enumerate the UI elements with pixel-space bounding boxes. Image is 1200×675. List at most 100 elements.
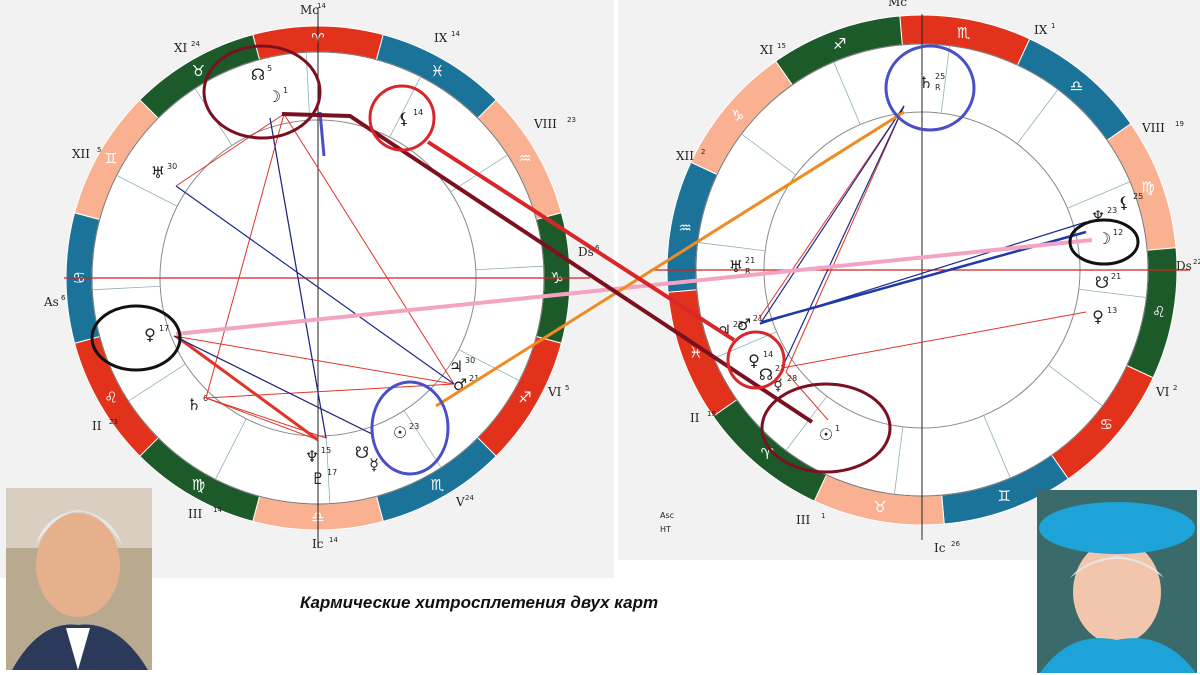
left-house-cusp xyxy=(92,285,161,291)
left-house-label: V xyxy=(455,495,465,509)
right-house-degree: 19 xyxy=(1175,120,1184,128)
connector-orange-sun-saturn xyxy=(435,110,905,408)
left-house-degree: 6 xyxy=(595,244,600,252)
left-sign-glyph: ♌ xyxy=(104,389,117,407)
left-house-cusp xyxy=(325,435,331,504)
left-planet-glyph: ☿ xyxy=(369,455,379,474)
left-house-label: Mc xyxy=(300,3,319,17)
right-aspect-line-blue xyxy=(759,105,905,325)
right-sign-glyph: ♊ xyxy=(998,487,1011,505)
left-planet-glyph: ♆ xyxy=(305,447,319,466)
right-planet-glyph: ⚸ xyxy=(1118,193,1130,212)
right-house-label: XI xyxy=(760,43,774,57)
right-sign-glyph: ♋ xyxy=(1100,416,1113,434)
right-house-label: XII xyxy=(676,149,694,163)
left-house-degree: 14 xyxy=(329,536,338,544)
left-house-degree: 24 xyxy=(191,40,200,48)
right-planet-degree: 12 xyxy=(1113,228,1123,237)
right-house-degree: 19 xyxy=(707,410,716,418)
left-planet-glyph: ♇ xyxy=(311,469,325,488)
left-house-cusp xyxy=(389,76,421,138)
left-planet-degree: 30 xyxy=(465,356,475,365)
left-planet-glyph: ♅ xyxy=(151,163,165,182)
left-house-degree: 14 xyxy=(451,30,460,38)
highlight-right-saturn xyxy=(884,44,976,132)
right-house-degree: 15 xyxy=(777,42,786,50)
left-sign-glyph: ♉ xyxy=(192,62,205,80)
left-planet-degree: 6 xyxy=(203,394,208,403)
right-planet-degree: 21 xyxy=(745,256,755,265)
right-planet-degree: 21 xyxy=(753,314,763,323)
right-house-cusp xyxy=(785,395,828,451)
highlight-right-sun xyxy=(760,382,892,474)
highlight-right-moon xyxy=(1068,218,1140,266)
left-sign-glyph: ♐ xyxy=(518,389,531,407)
left-house-label: II xyxy=(92,419,102,433)
left-aspect-line-blue xyxy=(175,185,455,385)
left-house-degree: 24 xyxy=(465,494,474,502)
left-house-cusp xyxy=(458,349,520,381)
left-house-degree: 14 xyxy=(317,2,326,10)
highlight-left-venus xyxy=(90,304,182,372)
right-house-degree: 26 xyxy=(951,540,960,548)
left-planet-glyph: ♃ xyxy=(449,357,463,376)
right-planet-retro: R xyxy=(935,83,941,92)
left-aspect-line-red xyxy=(205,383,455,399)
left-aspect-line-red xyxy=(175,113,285,187)
left-sign-glyph: ♒ xyxy=(518,150,531,168)
right-planet-glyph: ♀ xyxy=(1092,307,1104,326)
right-house-degree: 1 xyxy=(1051,22,1055,30)
left-planet-degree: 5 xyxy=(267,64,272,73)
left-house-label: XII xyxy=(72,147,90,161)
right-planet-degree: 25 xyxy=(1133,192,1143,201)
left-planet-degree: 14 xyxy=(413,108,423,117)
right-aspect-line-blue xyxy=(781,105,905,369)
right-aspect-line-red xyxy=(781,311,1087,369)
left-house-degree: 23 xyxy=(567,116,576,124)
left-aspect-line-blue xyxy=(269,117,327,439)
left-planet-degree: 23 xyxy=(409,422,419,431)
right-planet-glyph: ☊ xyxy=(759,365,773,384)
right-house-label: Ds xyxy=(1176,259,1192,273)
left-sign-glyph: ♏ xyxy=(431,476,445,494)
right-sign-glyph: ♑ xyxy=(731,106,744,124)
right-planet-glyph: ♂ xyxy=(737,315,751,334)
right-sign-glyph: ♒ xyxy=(678,219,691,237)
left-aspect-line-red xyxy=(205,113,285,399)
left-planet-degree: 21 xyxy=(469,374,479,383)
right-planet-degree: 25 xyxy=(935,72,945,81)
right-planet-glyph: ♀ xyxy=(748,351,760,370)
right-planet-glyph: ☿ xyxy=(773,375,783,394)
connector-pink-venus-moon xyxy=(175,238,1093,336)
right-sign-glyph: ♐ xyxy=(833,35,846,53)
left-sign-glyph: ♓ xyxy=(431,62,444,80)
left-aspect-line-red xyxy=(173,335,455,385)
left-house-cusp xyxy=(215,418,247,480)
left-aspect-line-blue xyxy=(173,335,373,435)
left-planet-glyph: ♄ xyxy=(187,395,201,414)
left-house-label: III xyxy=(188,507,202,521)
left-planet-degree: 17 xyxy=(327,468,337,477)
right-aspect-line-red xyxy=(757,105,905,321)
left-aspect-line-red xyxy=(283,113,455,385)
right-house-degree: 2 xyxy=(701,148,705,156)
right-house-cusp xyxy=(741,133,797,176)
right-aspect-line-red xyxy=(785,105,905,373)
left-sign-glyph: ♍ xyxy=(192,476,205,494)
left-marker-line xyxy=(318,111,326,157)
left-house-degree: 6 xyxy=(61,294,66,302)
right-house-label: Mc xyxy=(888,0,907,9)
left-planet-glyph: ⚸ xyxy=(398,109,410,128)
right-planet-degree: 14 xyxy=(763,350,773,359)
highlight-left-sun xyxy=(370,380,450,476)
left-house-cusp xyxy=(403,410,442,468)
left-aspect-line-bold xyxy=(175,334,319,442)
right-planet-retro: R xyxy=(745,267,751,276)
caption-text: Кармические хитросплетения двух карт xyxy=(300,593,659,612)
right-planet-glyph: ♆ xyxy=(1091,207,1105,226)
right-house-cusp xyxy=(940,45,950,114)
right-planet-degree: 13 xyxy=(1107,306,1117,315)
right-house-label: Ic xyxy=(934,541,946,555)
right-planet-glyph: ☽ xyxy=(1097,229,1111,248)
left-planet-glyph: ☉ xyxy=(393,423,407,442)
